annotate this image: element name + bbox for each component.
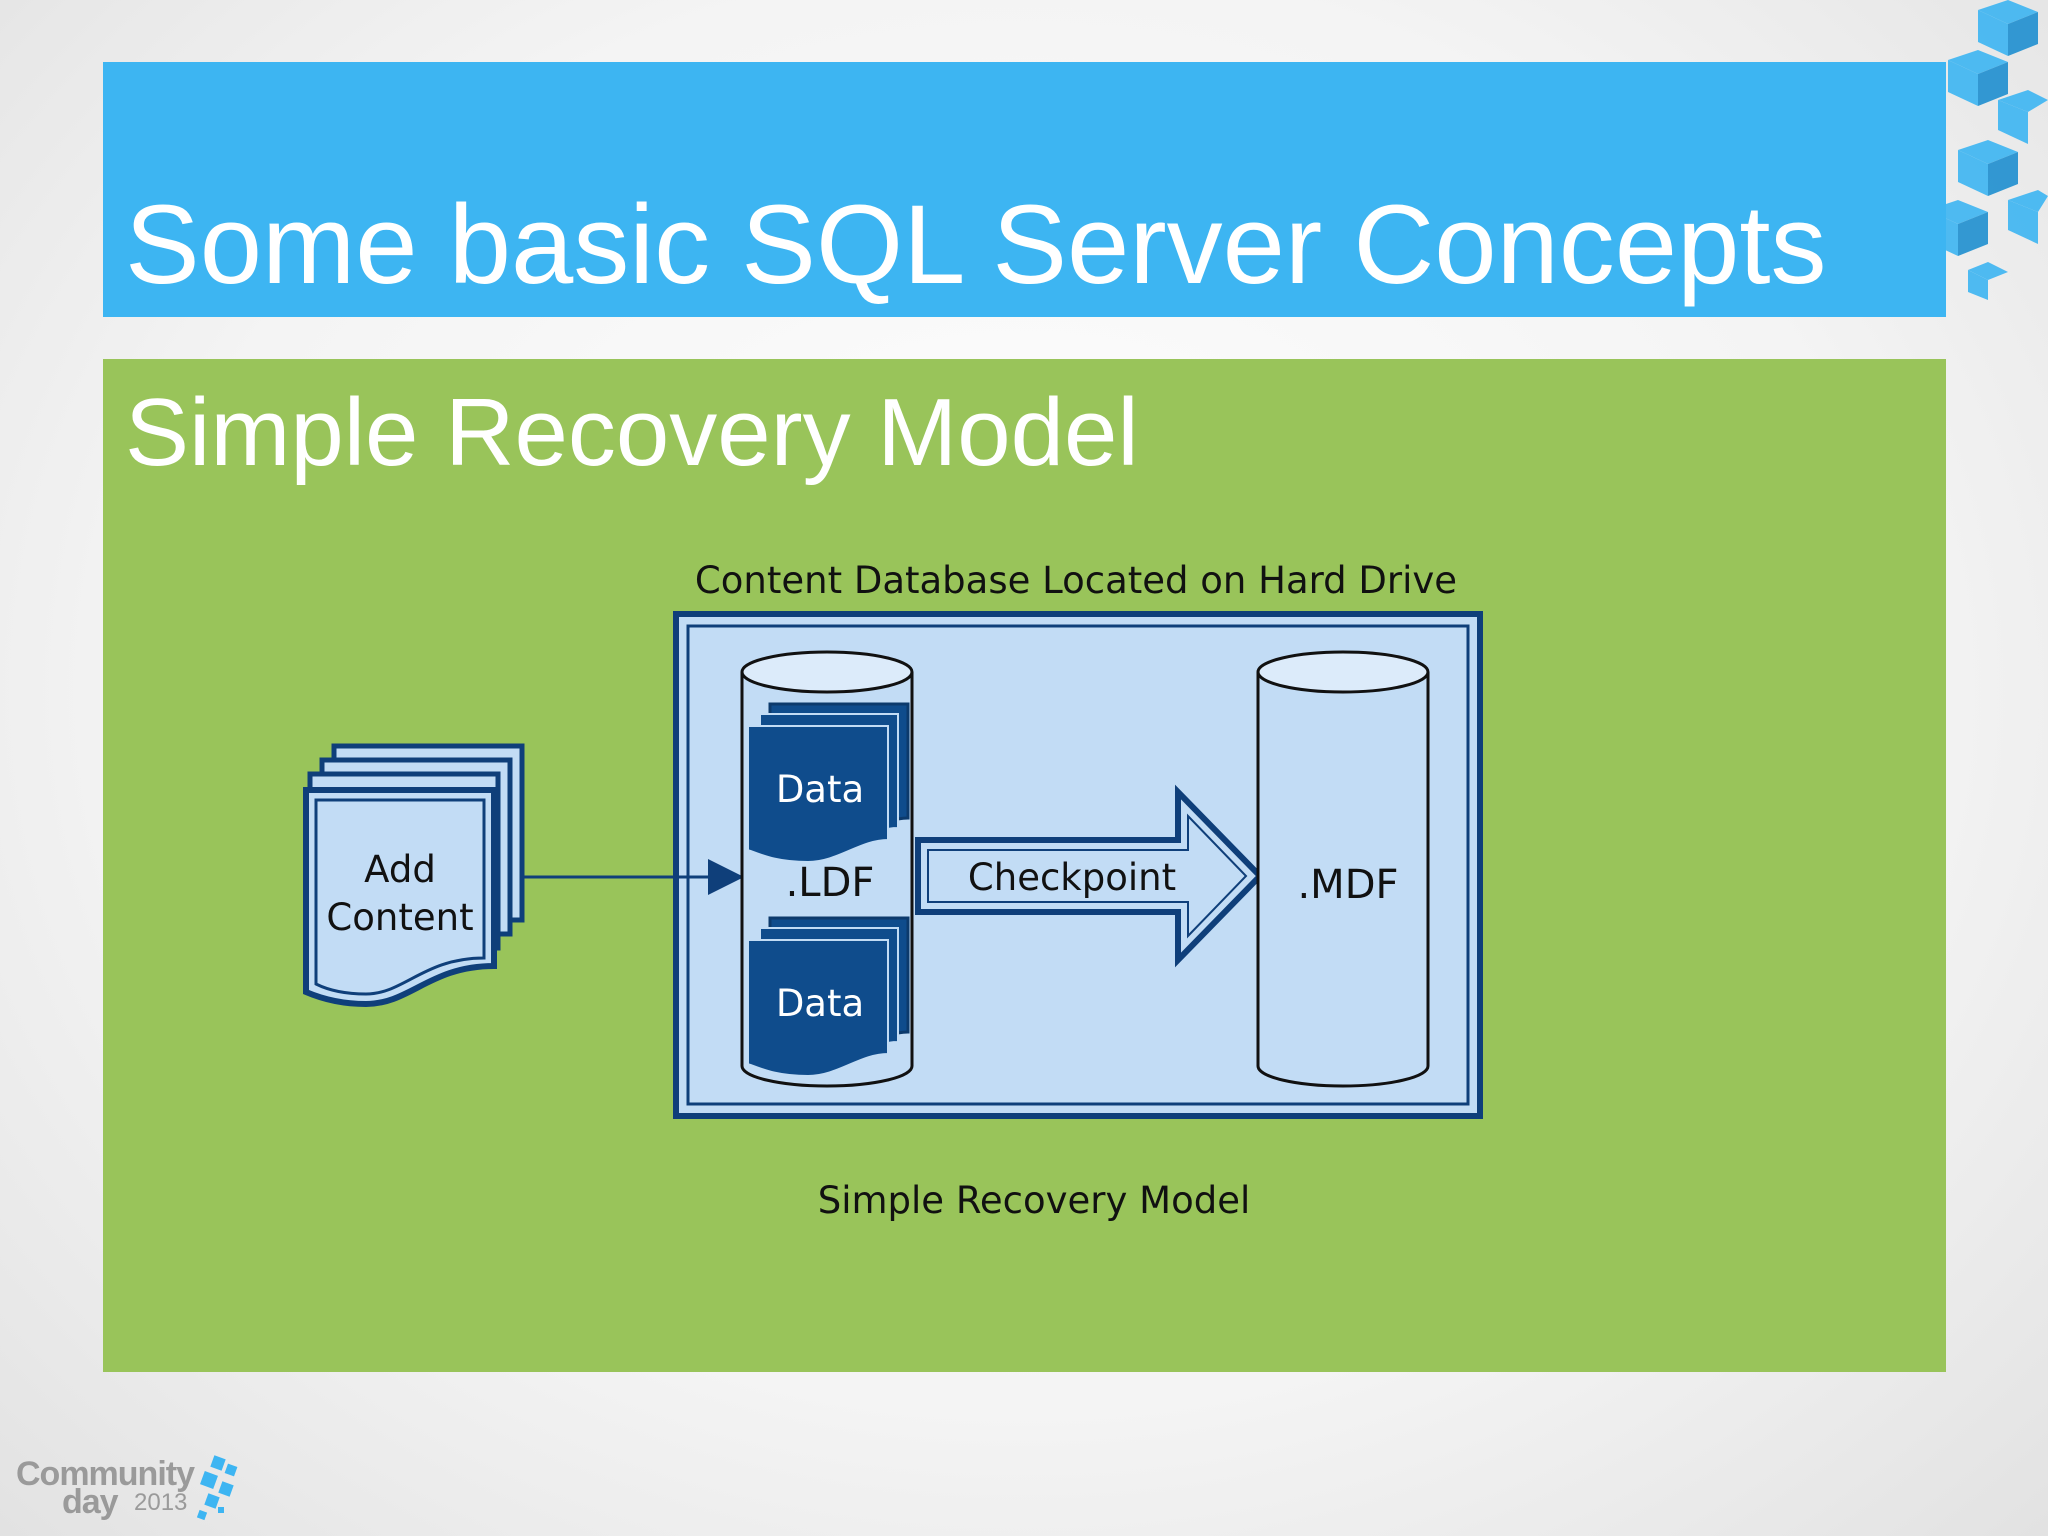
mdf-label: .MDF — [1297, 862, 1398, 908]
container-label: Content Database Located on Hard Drive — [695, 559, 1457, 602]
data-block-top — [747, 702, 910, 864]
data-block-bottom — [747, 916, 910, 1078]
add-content-label-line1: Add — [364, 848, 436, 891]
checkpoint-arrow — [915, 784, 1265, 968]
slide-title: Some basic SQL Server Concepts — [125, 182, 1827, 307]
add-content-document-stack — [303, 743, 525, 1008]
ldf-label: .LDF — [786, 860, 875, 906]
data-block-top-label: Data — [776, 768, 864, 811]
slide-subtitle: Simple Recovery Model — [125, 379, 1139, 486]
add-content-label-line2: Content — [326, 896, 473, 939]
logo-cubes-icon — [196, 1455, 238, 1521]
data-block-bottom-label: Data — [776, 982, 864, 1025]
logo-text-community: Community — [16, 1455, 195, 1493]
diagram-caption: Simple Recovery Model — [818, 1179, 1251, 1222]
checkpoint-label: Checkpoint — [968, 856, 1176, 899]
mdf-data-file-cylinder — [1256, 650, 1430, 1088]
cube-cluster-decoration — [1928, 0, 2048, 300]
community-day-logo: Community day 2013 — [14, 1455, 254, 1525]
logo-text-day: day — [62, 1483, 119, 1521]
title-bar: Some basic SQL Server Concepts — [103, 62, 1946, 317]
logo-text-year: 2013 — [134, 1489, 188, 1516]
